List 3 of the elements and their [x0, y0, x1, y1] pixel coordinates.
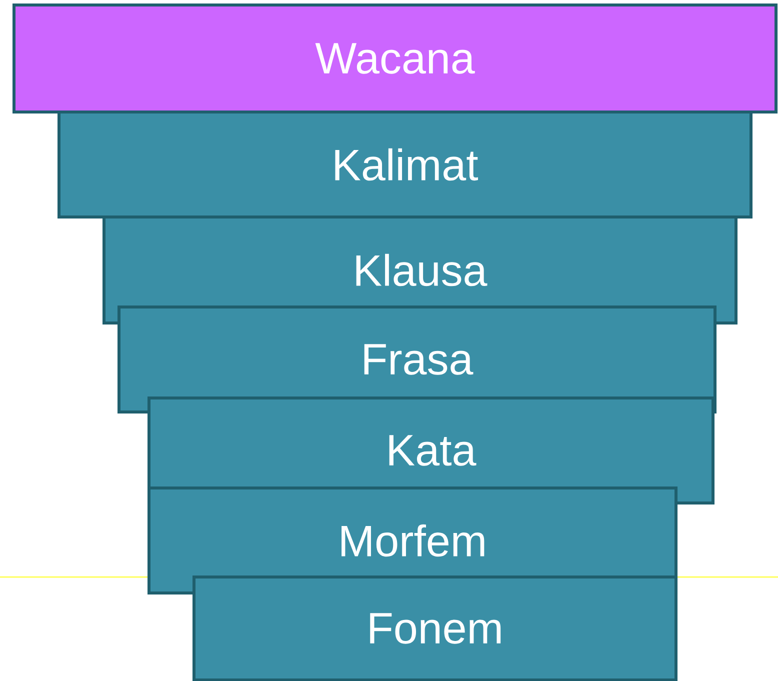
- layer-box: Kalimat: [58, 110, 752, 218]
- layer-box: Fonem: [192, 576, 678, 681]
- layer-box: Wacana: [12, 4, 778, 114]
